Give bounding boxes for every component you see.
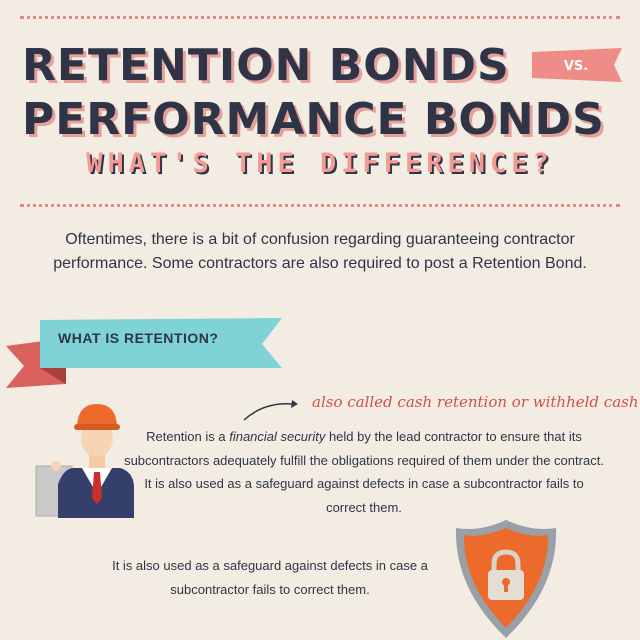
section-ribbon: [6, 318, 282, 388]
retention-definition: Retention is a financial security held b…: [124, 425, 604, 519]
vs-label: VS.: [564, 59, 588, 74]
vs-ribbon: VS.: [532, 48, 622, 82]
definition-emphasis: financial security: [229, 429, 326, 444]
shield-lock-icon: [455, 520, 557, 638]
subtitle: WHAT'S THE DIFFERENCE?: [86, 148, 554, 179]
definition-rest: held by the lead contractor to ensure th…: [124, 429, 604, 515]
safeguard-paragraph: It is also used as a safeguard against d…: [112, 558, 428, 597]
dotted-divider-top: [20, 16, 620, 19]
title-line-retention: RETENTION BONDS: [22, 40, 510, 91]
title-line-performance: PERFORMANCE BONDS: [22, 94, 605, 145]
construction-worker-icon: [35, 404, 134, 518]
curved-arrow-icon: [243, 400, 298, 421]
intro-paragraph: Oftentimes, there is a bit of confusion …: [53, 231, 587, 272]
dotted-divider-middle: [20, 204, 620, 207]
section-heading: WHAT IS RETENTION?: [58, 330, 219, 346]
definition-prefix: Retention is a: [146, 429, 230, 444]
alternate-names-note: also called cash retention or withheld c…: [312, 393, 639, 411]
